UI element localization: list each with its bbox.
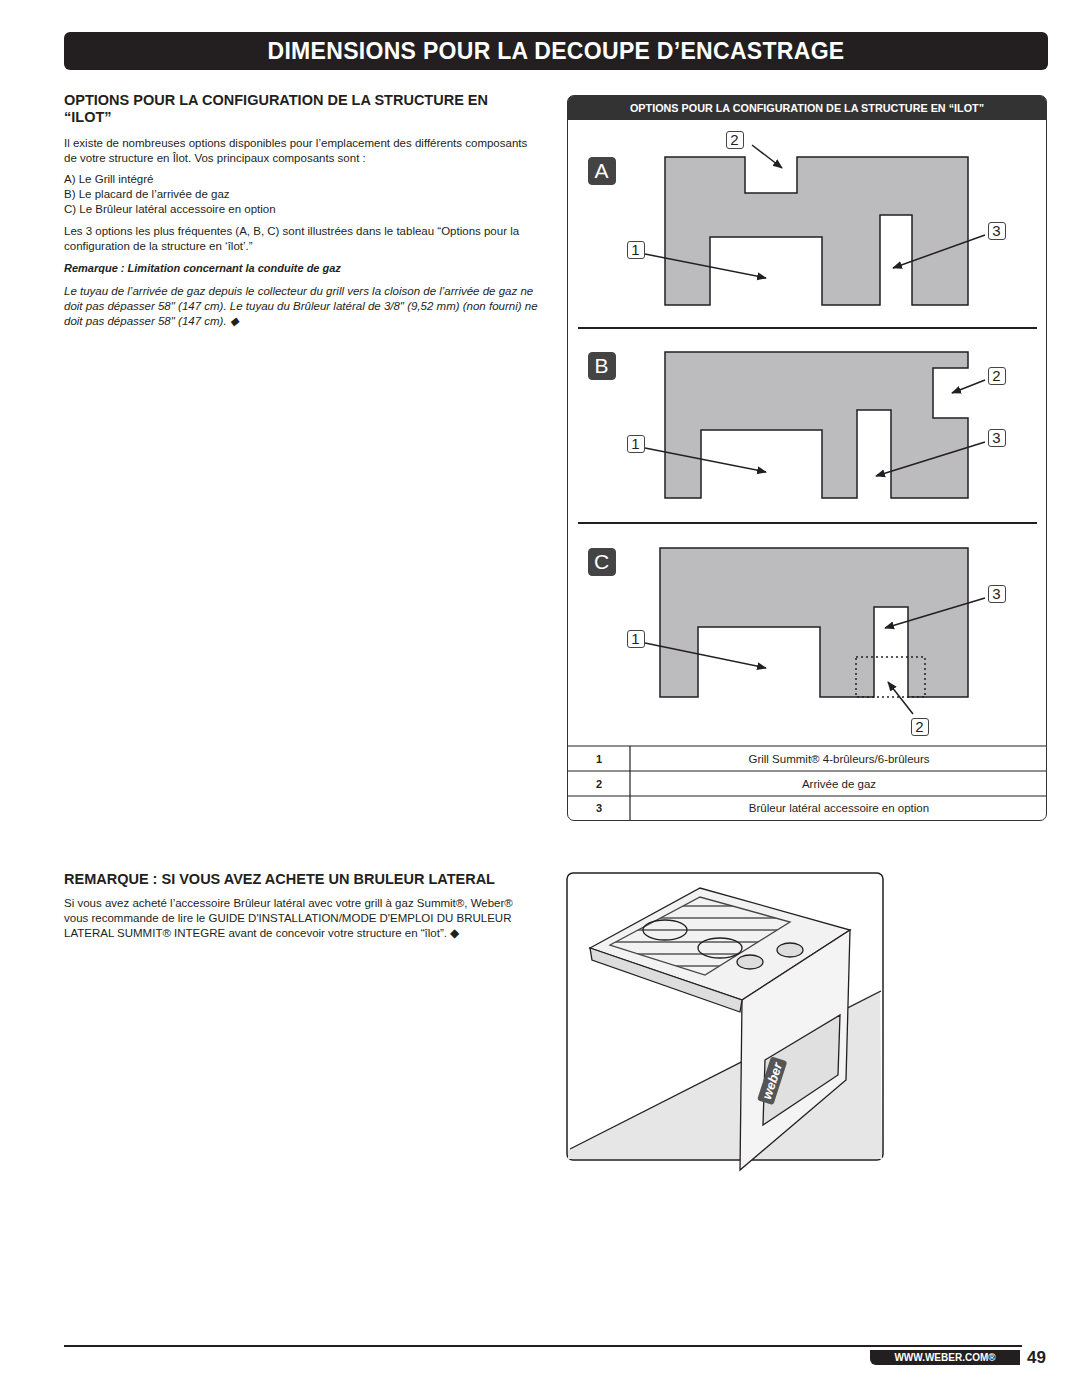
list-item: A) Le Grill intégré <box>64 172 540 187</box>
dividers <box>567 328 1047 820</box>
section-heading: REMARQUE : SI VOUS AVEZ ACHETE UN BRULEU… <box>64 871 540 888</box>
callout-text: 2 <box>915 718 923 735</box>
note-heading: Remarque : Limitation concernant la cond… <box>64 262 540 274</box>
callout-number: 1 <box>627 435 645 453</box>
table-cell: Arrivée de gaz <box>631 777 1047 792</box>
callout-number: 2 <box>988 367 1006 385</box>
callout-number: 2 <box>911 718 929 736</box>
callout-text: 1 <box>631 241 639 258</box>
callout-text: 3 <box>992 222 1000 239</box>
side-burner-illustration <box>568 888 882 1170</box>
callout-text: 1 <box>631 630 639 647</box>
footer-url: WWW.WEBER.COM® <box>870 1350 1020 1365</box>
table-cell: Brûleur latéral accessoire en option <box>631 801 1047 816</box>
table-cell: 3 <box>568 801 630 816</box>
page-title: DIMENSIONS POUR LA DECOUPE D’ENCASTRAGE <box>268 38 845 65</box>
options-panel: OPTIONS POUR LA CONFIGURATION DE LA STRU… <box>567 95 1047 821</box>
callout-text: 2 <box>992 367 1000 384</box>
body-text: Il existe de nombreuses options disponib… <box>64 136 540 166</box>
table-cell: 2 <box>568 777 630 792</box>
callout-number: 1 <box>627 241 645 259</box>
callout-number: 2 <box>726 131 744 149</box>
body-text: Si vous avez acheté l’accessoire Brûleur… <box>64 896 540 941</box>
callout-number: 3 <box>988 429 1006 447</box>
section-heading: OPTIONS POUR LA CONFIGURATION DE LA STRU… <box>64 92 534 126</box>
table-cell: Grill Summit® 4-brûleurs/6-brûleurs <box>631 752 1047 767</box>
leader-arrows <box>645 145 985 714</box>
option-letter: C <box>588 548 616 576</box>
note-text: Le tuyau de l’arrivée de gaz depuis le c… <box>64 284 540 329</box>
callout-text: C <box>594 550 609 574</box>
callout-number: 3 <box>988 585 1006 603</box>
body-text: Les 3 options les plus fréquentes (A, B,… <box>64 224 540 254</box>
callout-text: 3 <box>992 429 1000 446</box>
title-bar: DIMENSIONS POUR LA DECOUPE D’ENCASTRAGE <box>64 32 1048 70</box>
list-item: B) Le placard de l’arrivée de gaz <box>64 187 540 202</box>
panel-header: OPTIONS POUR LA CONFIGURATION DE LA STRU… <box>568 96 1046 120</box>
callout-text: A <box>594 159 608 183</box>
callout-number: 1 <box>627 630 645 648</box>
callout-text: 1 <box>631 435 639 452</box>
table-cell: 1 <box>568 752 630 767</box>
list-item: C) Le Brûleur latéral accessoire en opti… <box>64 202 540 217</box>
callout-number: 3 <box>988 222 1006 240</box>
callout-text: 3 <box>992 585 1000 602</box>
option-letter: B <box>588 352 616 380</box>
option-letter: A <box>588 157 616 185</box>
island-shapes <box>660 157 968 697</box>
page-number: 49 <box>1027 1348 1046 1368</box>
callout-text: B <box>594 354 608 378</box>
callout-text: 2 <box>730 131 738 148</box>
